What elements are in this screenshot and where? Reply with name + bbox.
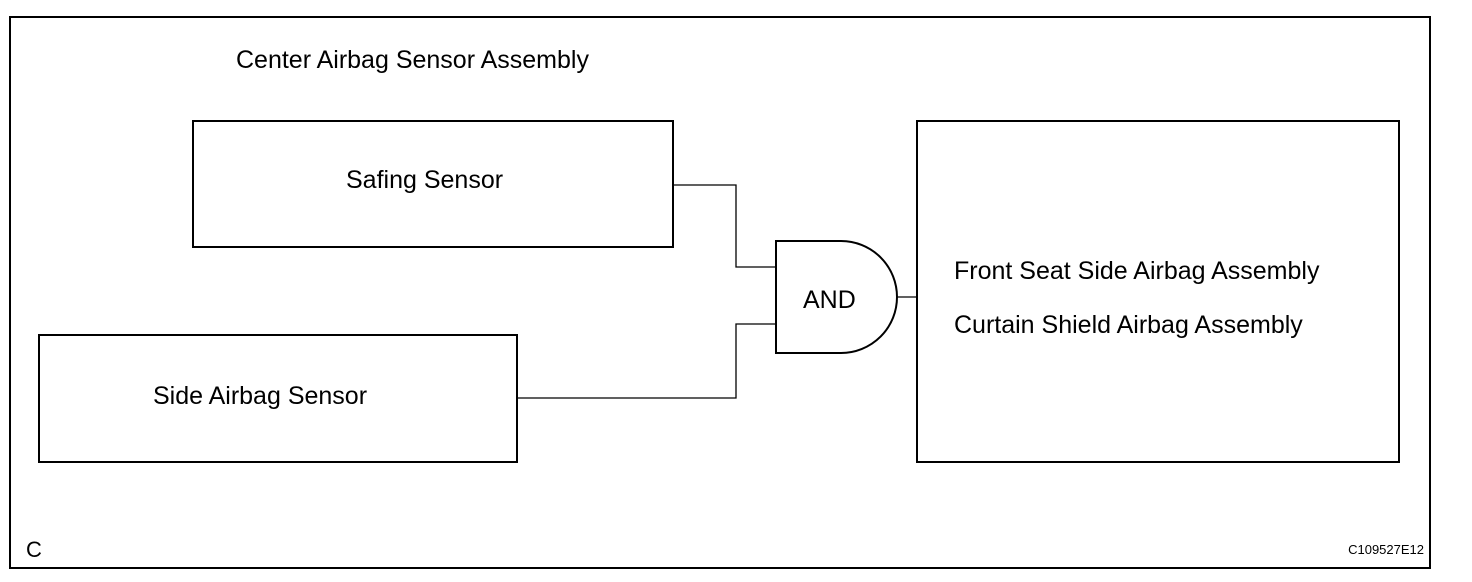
front-seat-side-airbag-label: Front Seat Side Airbag Assembly xyxy=(954,257,1320,285)
side-airbag-sensor-block xyxy=(38,334,518,463)
and-gate-label: AND xyxy=(803,286,856,314)
figure-id: C109527E12 xyxy=(1348,542,1424,557)
airbag-assemblies-block xyxy=(916,120,1400,463)
safing-sensor-label: Safing Sensor xyxy=(346,166,504,194)
safing-sensor-block xyxy=(192,120,674,248)
curtain-shield-airbag-label: Curtain Shield Airbag Assembly xyxy=(954,311,1303,339)
diagram-frame xyxy=(9,16,1431,569)
safing-sensor-wire xyxy=(674,184,776,268)
and-gate-symbol xyxy=(775,240,898,354)
side-airbag-sensor-label: Side Airbag Sensor xyxy=(153,382,368,410)
assembly-title: Center Airbag Sensor Assembly xyxy=(236,46,589,74)
side-airbag-sensor-wire xyxy=(518,323,776,399)
corner-label: C xyxy=(26,537,42,562)
